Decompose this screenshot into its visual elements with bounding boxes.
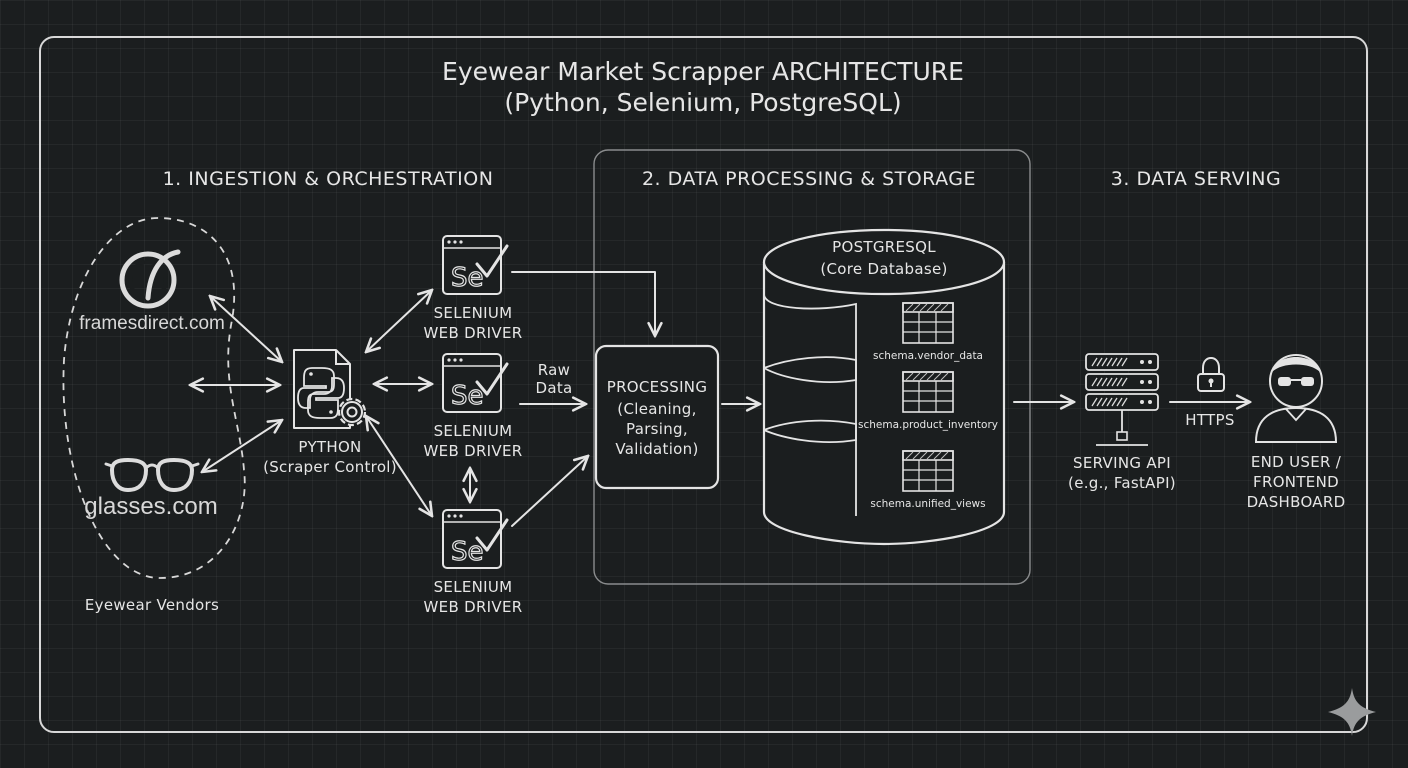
section-serving-header: 3. DATA SERVING bbox=[1111, 168, 1281, 190]
arrow-glasses-python bbox=[202, 420, 282, 472]
selenium-2-sublabel: WEB DRIVER bbox=[424, 442, 523, 460]
selenium-icon bbox=[441, 234, 509, 296]
python-sublabel: (Scraper Control) bbox=[263, 458, 397, 476]
selenium-2-label: SELENIUM bbox=[434, 422, 513, 440]
table-unified-views: schema.unified_views bbox=[870, 498, 985, 510]
raw-data-label: Raw bbox=[538, 361, 570, 379]
diagram-title: Eyewear Market Scrapper ARCHITECTURE bbox=[442, 57, 964, 86]
vendor-glasses-label: glasses.com bbox=[84, 493, 217, 520]
diagram-subtitle: (Python, Selenium, PostgreSQL) bbox=[504, 88, 901, 117]
table-product-inventory: schema.product_inventory bbox=[858, 419, 998, 431]
user-icon bbox=[1254, 354, 1338, 443]
python-label: PYTHON bbox=[298, 438, 361, 456]
selenium-3-label: SELENIUM bbox=[434, 578, 513, 596]
sparkle-icon bbox=[1328, 688, 1376, 736]
processing-step-1: (Cleaning, bbox=[617, 400, 696, 418]
server-icon bbox=[1085, 353, 1159, 446]
vendor-framesdirect-label: framesdirect.com bbox=[79, 313, 225, 334]
section-processing-header: 2. DATA PROCESSING & STORAGE bbox=[642, 168, 976, 190]
end-user-label-1: END USER / bbox=[1251, 453, 1342, 471]
database-subtitle: (Core Database) bbox=[820, 260, 947, 278]
end-user-label-3: DASHBOARD bbox=[1247, 493, 1346, 511]
glasses-icon bbox=[104, 457, 200, 493]
selenium-3-sublabel: WEB DRIVER bbox=[424, 598, 523, 616]
lock-icon bbox=[1197, 356, 1225, 392]
arrow-selenium-1-processing bbox=[511, 271, 655, 336]
selenium-1-label: SELENIUM bbox=[434, 304, 513, 322]
selenium-icon bbox=[441, 508, 509, 570]
python-icon bbox=[293, 349, 351, 429]
outer-frame bbox=[39, 36, 1368, 733]
database-title: POSTGRESQL bbox=[832, 238, 936, 256]
processing-step-2: Parsing, bbox=[626, 420, 688, 438]
arrow-python-selenium-1 bbox=[366, 290, 432, 352]
processing-box bbox=[594, 344, 720, 490]
arrow-python-selenium-3 bbox=[366, 416, 432, 516]
processing-step-3: Validation) bbox=[615, 440, 698, 458]
gear-icon bbox=[337, 397, 367, 427]
selenium-1-sublabel: WEB DRIVER bbox=[424, 324, 523, 342]
vendors-group-label: Eyewear Vendors bbox=[85, 596, 219, 614]
serving-api-label: SERVING API bbox=[1073, 454, 1171, 472]
table-vendor-data: schema.vendor_data bbox=[873, 350, 983, 362]
framesdirect-logo-icon bbox=[119, 249, 181, 309]
arrow-selenium-3-processing bbox=[511, 456, 588, 527]
raw-data-sublabel: Data bbox=[535, 379, 572, 397]
processing-title: PROCESSING bbox=[607, 378, 708, 396]
serving-api-sublabel: (e.g., FastAPI) bbox=[1068, 474, 1176, 492]
arrow-framesdirect-python bbox=[210, 296, 282, 362]
selenium-icon bbox=[441, 352, 509, 414]
processing-section-box bbox=[593, 149, 1031, 585]
section-ingestion-header: 1. INGESTION & ORCHESTRATION bbox=[163, 168, 494, 190]
end-user-label-2: FRONTEND bbox=[1253, 473, 1339, 491]
https-label: HTTPS bbox=[1185, 411, 1234, 429]
